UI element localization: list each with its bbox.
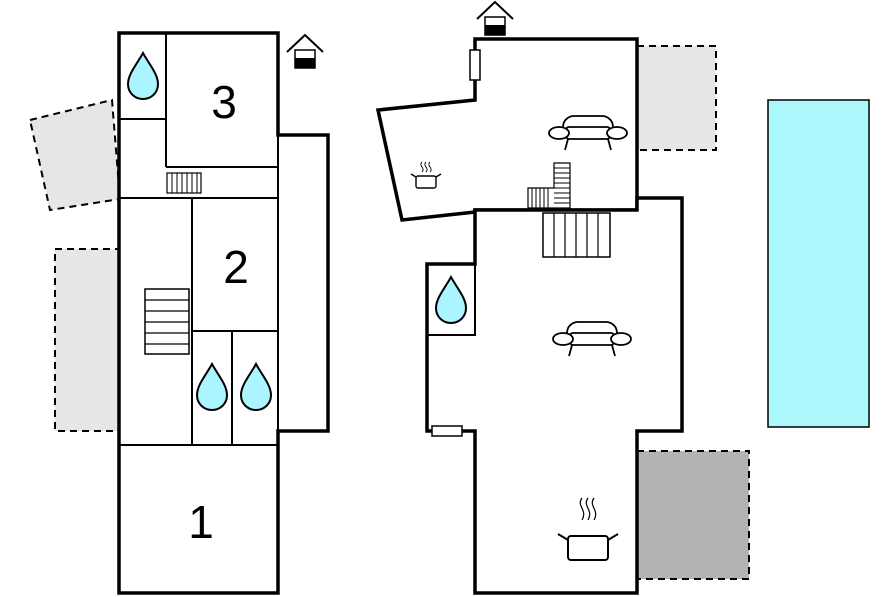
room-label-1: 1 [188, 496, 214, 548]
terrace-left-middle [54, 248, 120, 432]
window-icon [431, 49, 481, 437]
swimming-pool [767, 99, 870, 428]
right-floor-lower-outline [425, 196, 684, 595]
terrace-left-top [28, 98, 122, 212]
terrace-right-top [636, 45, 717, 151]
house-entrance-icon [476, 1, 514, 36]
cooking-pot-icon [410, 161, 442, 189]
left-floor: 3 2 1 [117, 31, 330, 595]
room-label-3: 3 [211, 76, 237, 128]
stairs-icon [542, 212, 611, 258]
stairs-icon [144, 288, 190, 355]
room-label-2: 2 [223, 241, 249, 293]
cooking-pot-icon [557, 497, 619, 561]
terrace-right-bottom [636, 450, 750, 580]
stairs-icon [527, 162, 571, 209]
right-floor [375, 1, 684, 595]
house-entrance-icon [286, 34, 324, 69]
stairs-icon [166, 172, 202, 194]
